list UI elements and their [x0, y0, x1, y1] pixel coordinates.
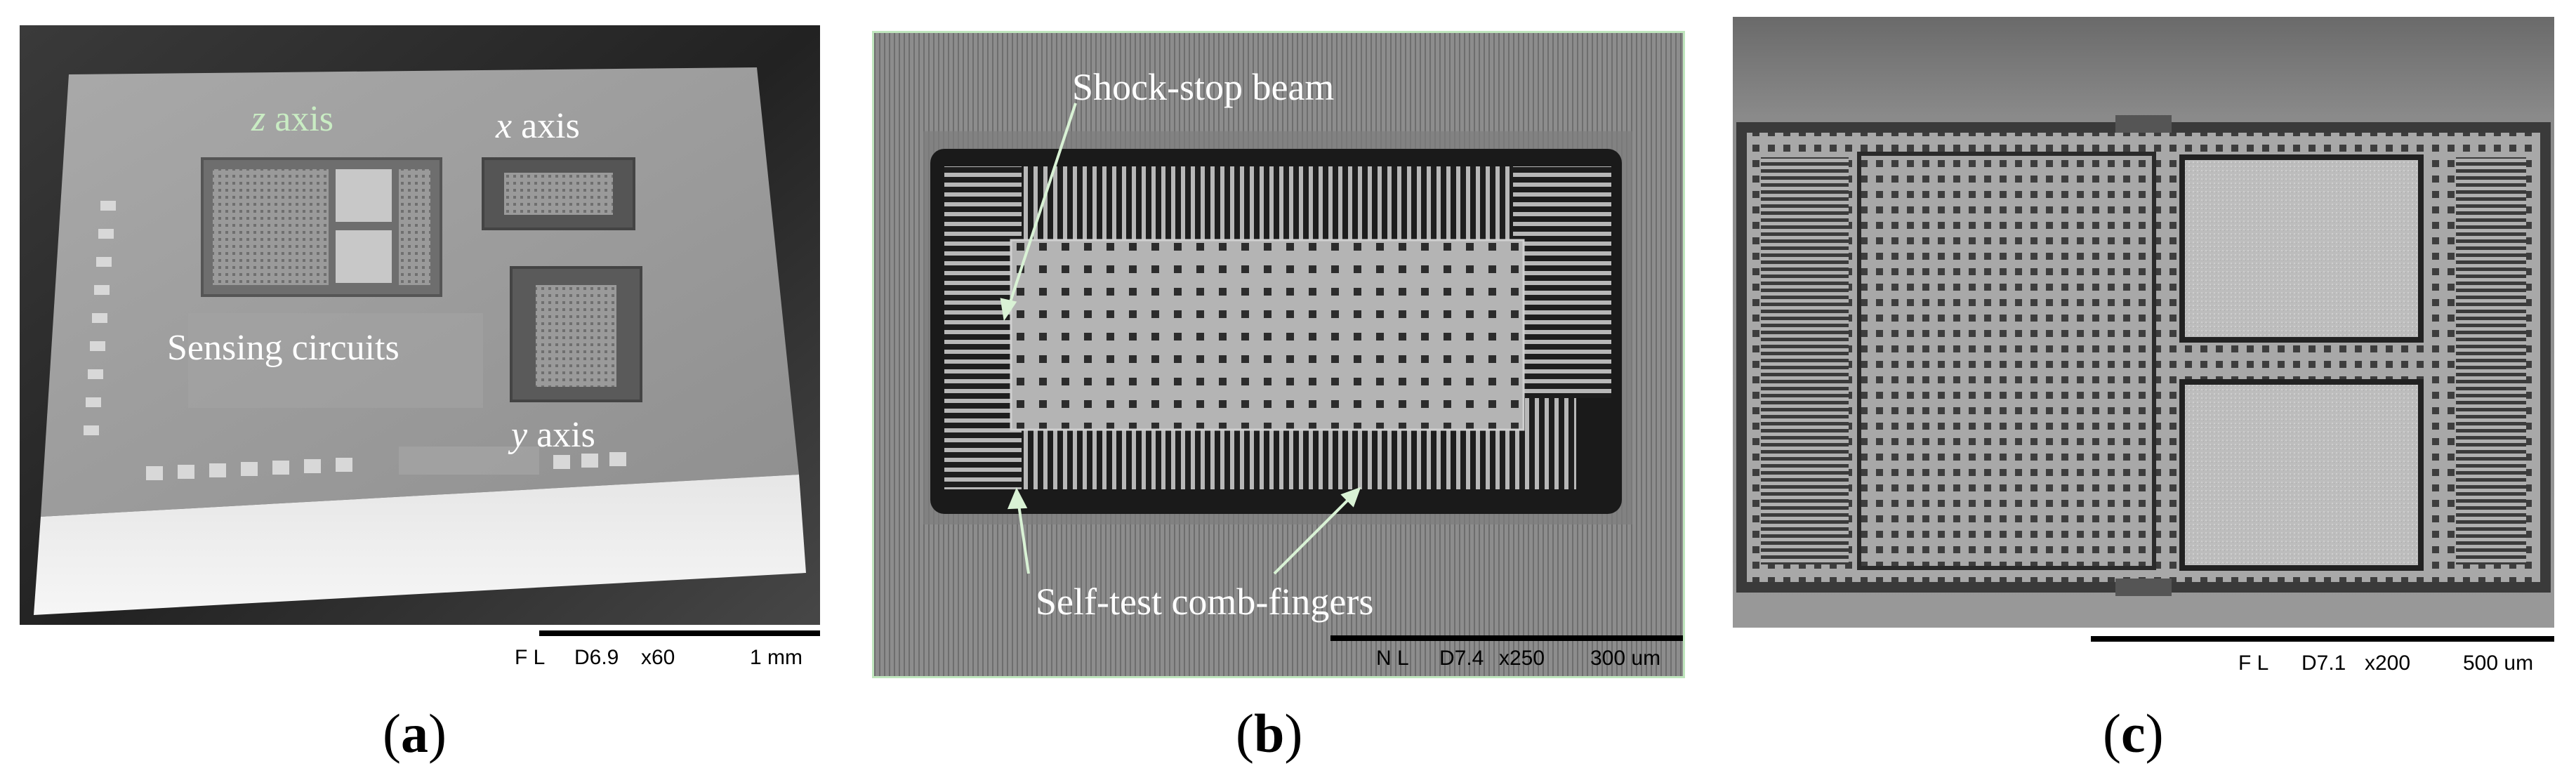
- self-test-arrow-right: [1273, 495, 1353, 575]
- caption-a: (a): [383, 703, 447, 764]
- scale-bar-b: [1330, 635, 1683, 641]
- comb-bank-left: [1761, 157, 1849, 564]
- caption-c: (c): [2103, 703, 2164, 764]
- x-axis-word: axis: [512, 106, 580, 146]
- comb-fingers-left: [944, 166, 1022, 489]
- self-test-label: Self-test comb-fingers: [1036, 581, 1373, 623]
- x-axis-var: x: [495, 106, 512, 146]
- z-axis-var: z: [251, 99, 265, 139]
- panel-b-image: Shock-stop beam Self-test comb-fingers N…: [872, 31, 1685, 678]
- sem-distance-b: D7.4: [1439, 647, 1484, 670]
- panel-c-image: F L D7.1 x200 500 um: [1733, 17, 2554, 684]
- y-axis-sensor: [510, 266, 642, 402]
- z-axis-label: z axis: [251, 99, 333, 139]
- panel-a-image: z axis x axis y axis Sensing circuits F …: [20, 25, 820, 678]
- sem-mode-c: F L: [2238, 652, 2268, 675]
- comb-bank-right: [2456, 157, 2526, 564]
- comb-fingers-right: [1513, 166, 1611, 398]
- self-test-arrow-left: [1017, 499, 1030, 574]
- caption-b: (b): [1236, 703, 1303, 764]
- bond-pads-bottom: [146, 452, 626, 480]
- sem-distance-a: D6.9: [574, 646, 619, 669]
- shock-stop-arrow: [1006, 103, 1077, 311]
- y-axis-var: y: [508, 415, 528, 455]
- sem-mode-b: N L: [1376, 647, 1409, 670]
- sensing-circuit-block: [188, 313, 483, 408]
- sem-scale-a: 1 mm: [750, 646, 802, 669]
- bond-pads-left: [84, 201, 116, 435]
- shock-stop-label: Shock-stop beam: [1072, 66, 1334, 108]
- z-axis-word: axis: [265, 99, 333, 139]
- y-axis-word: axis: [527, 415, 595, 455]
- sem-distance-c: D7.1: [2301, 652, 2346, 675]
- y-axis-label: y axis: [508, 415, 595, 455]
- x-axis-sensor: [482, 157, 635, 230]
- proof-mass: [1010, 239, 1525, 431]
- sem-scale-c: 500 um: [2463, 652, 2533, 675]
- top-plate: [2179, 154, 2424, 343]
- scale-bar-c: [2091, 636, 2554, 642]
- sem-magnification-b: x250: [1499, 647, 1545, 670]
- proof-mass-c: [1857, 152, 2156, 570]
- scale-bar-a: [539, 630, 820, 636]
- sensing-circuits-label: Sensing circuits: [167, 328, 399, 368]
- comb-fingers-top: [1022, 166, 1513, 240]
- sem-mode-a: F L: [515, 646, 545, 669]
- sem-magnification-a: x60: [641, 646, 675, 669]
- bottom-plate: [2179, 379, 2424, 571]
- chip-side-face: [34, 475, 806, 615]
- sem-scale-b: 300 um: [1590, 647, 1660, 670]
- x-axis-label: x axis: [495, 106, 580, 146]
- sem-magnification-c: x200: [2365, 652, 2410, 675]
- z-axis-sensor: [201, 157, 442, 297]
